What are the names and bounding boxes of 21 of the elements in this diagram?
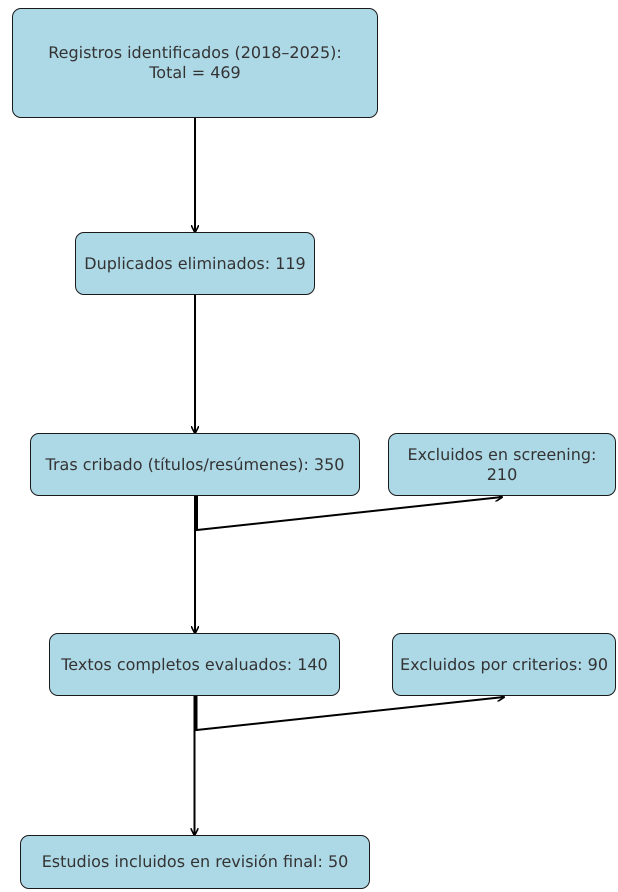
process-box bbox=[20, 835, 370, 889]
process-box bbox=[392, 633, 616, 696]
arrow bbox=[196, 493, 504, 532]
arrow bbox=[190, 118, 200, 234]
box-text: Registros identificados (2018–2025): bbox=[48, 43, 342, 63]
box-text: Estudios incluidos en revisión final: 50 bbox=[42, 852, 348, 872]
arrow bbox=[190, 496, 200, 635]
process-box bbox=[12, 8, 378, 118]
process-box bbox=[49, 633, 340, 696]
box-text: Excluidos por criterios: 90 bbox=[400, 654, 608, 674]
box-text: Textos completos evaluados: 140 bbox=[61, 654, 328, 674]
box-text: Excluidos en screening: 210 bbox=[406, 444, 598, 484]
process-box bbox=[30, 433, 360, 496]
process-box bbox=[75, 232, 315, 295]
arrow bbox=[190, 295, 200, 435]
box-text: Total = 469 bbox=[149, 63, 241, 83]
process-box bbox=[388, 433, 616, 496]
arrow bbox=[190, 696, 200, 837]
box-text: Tras cribado (títulos/resúmenes): 350 bbox=[46, 454, 344, 474]
box-text: Duplicados eliminados: 119 bbox=[84, 254, 306, 274]
arrow bbox=[196, 693, 506, 732]
